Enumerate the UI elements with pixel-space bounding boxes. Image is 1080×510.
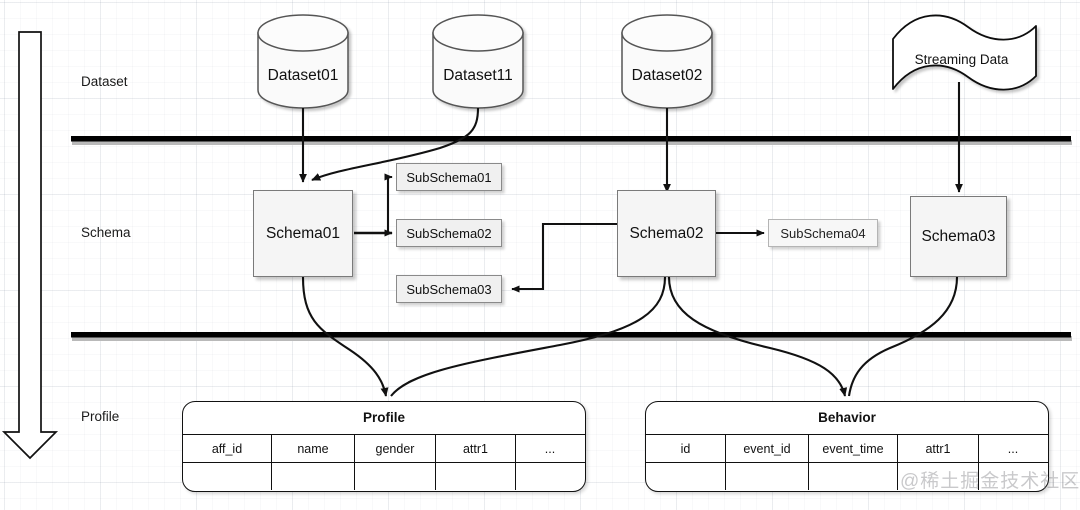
schema03-label: Schema03 bbox=[921, 227, 996, 245]
subschema04-node[interactable]: SubSchema04 bbox=[768, 219, 878, 247]
profile-table-row bbox=[183, 463, 585, 490]
dataset02-node[interactable]: Dataset02 bbox=[622, 33, 712, 108]
subschema03-label: SubSchema03 bbox=[406, 281, 492, 297]
schema01-node[interactable]: Schema01 bbox=[253, 190, 353, 277]
profile-col-attr1: attr1 bbox=[436, 435, 516, 462]
profile-table[interactable]: Profile aff_id name gender attr1 ... bbox=[182, 401, 586, 492]
streaming-data-label: Streaming Data bbox=[914, 52, 1009, 67]
schema02-node[interactable]: Schema02 bbox=[617, 190, 716, 277]
profile-col-aff-id: aff_id bbox=[183, 435, 272, 462]
subschema03-node[interactable]: SubSchema03 bbox=[396, 275, 502, 303]
subschema02-node[interactable]: SubSchema02 bbox=[396, 219, 502, 247]
profile-cell-aff-id bbox=[183, 463, 272, 490]
behavior-cell-event-id bbox=[726, 463, 809, 490]
behavior-col-event-time: event_time bbox=[809, 435, 898, 462]
behavior-col-attr1: attr1 bbox=[898, 435, 979, 462]
behavior-col-event-id: event_id bbox=[726, 435, 809, 462]
profile-cell-more bbox=[516, 463, 584, 490]
profile-table-title: Profile bbox=[183, 402, 585, 435]
behavior-col-more: ... bbox=[1007, 441, 1019, 456]
lane-label-schema: Schema bbox=[81, 225, 131, 240]
streaming-data-node[interactable]: Streaming Data bbox=[889, 52, 1034, 67]
behavior-col-id: id bbox=[646, 435, 726, 462]
subschema02-label: SubSchema02 bbox=[406, 225, 492, 241]
schema02-label: Schema02 bbox=[629, 224, 704, 242]
profile-cell-name bbox=[272, 463, 355, 490]
behavior-cell-id bbox=[646, 463, 726, 490]
dataset02-label: Dataset02 bbox=[631, 66, 703, 84]
behavior-table-title: Behavior bbox=[646, 402, 1048, 435]
profile-cell-gender bbox=[355, 463, 436, 490]
watermark: @稀土掘金技术社区 bbox=[900, 471, 1080, 492]
behavior-table[interactable]: Behavior id event_id event_time attr1 ..… bbox=[645, 401, 1049, 492]
behavior-cell-attr1 bbox=[898, 463, 979, 490]
profile-table-header-row: aff_id name gender attr1 ... bbox=[183, 435, 585, 463]
behavior-table-header-row: id event_id event_time attr1 ... bbox=[646, 435, 1048, 463]
behavior-cell-event-time bbox=[809, 463, 898, 490]
dataset01-label: Dataset01 bbox=[267, 66, 339, 84]
dataset11-label: Dataset11 bbox=[443, 66, 513, 84]
behavior-table-row bbox=[646, 463, 1048, 490]
profile-col-name: name bbox=[272, 435, 355, 462]
lane-label-dataset: Dataset bbox=[81, 74, 128, 89]
subschema01-node[interactable]: SubSchema01 bbox=[396, 163, 502, 191]
subschema01-label: SubSchema01 bbox=[406, 169, 492, 185]
dataset01-node[interactable]: Dataset01 bbox=[258, 33, 348, 108]
profile-col-more: ... bbox=[544, 441, 556, 456]
lane-label-profile: Profile bbox=[81, 409, 120, 424]
schema03-node[interactable]: Schema03 bbox=[910, 196, 1007, 277]
profile-cell-attr1 bbox=[436, 463, 516, 490]
schema01-label: Schema01 bbox=[265, 224, 341, 242]
subschema04-label: SubSchema04 bbox=[780, 225, 866, 241]
dataset11-node[interactable]: Dataset11 bbox=[433, 33, 523, 108]
profile-col-gender: gender bbox=[355, 435, 436, 462]
